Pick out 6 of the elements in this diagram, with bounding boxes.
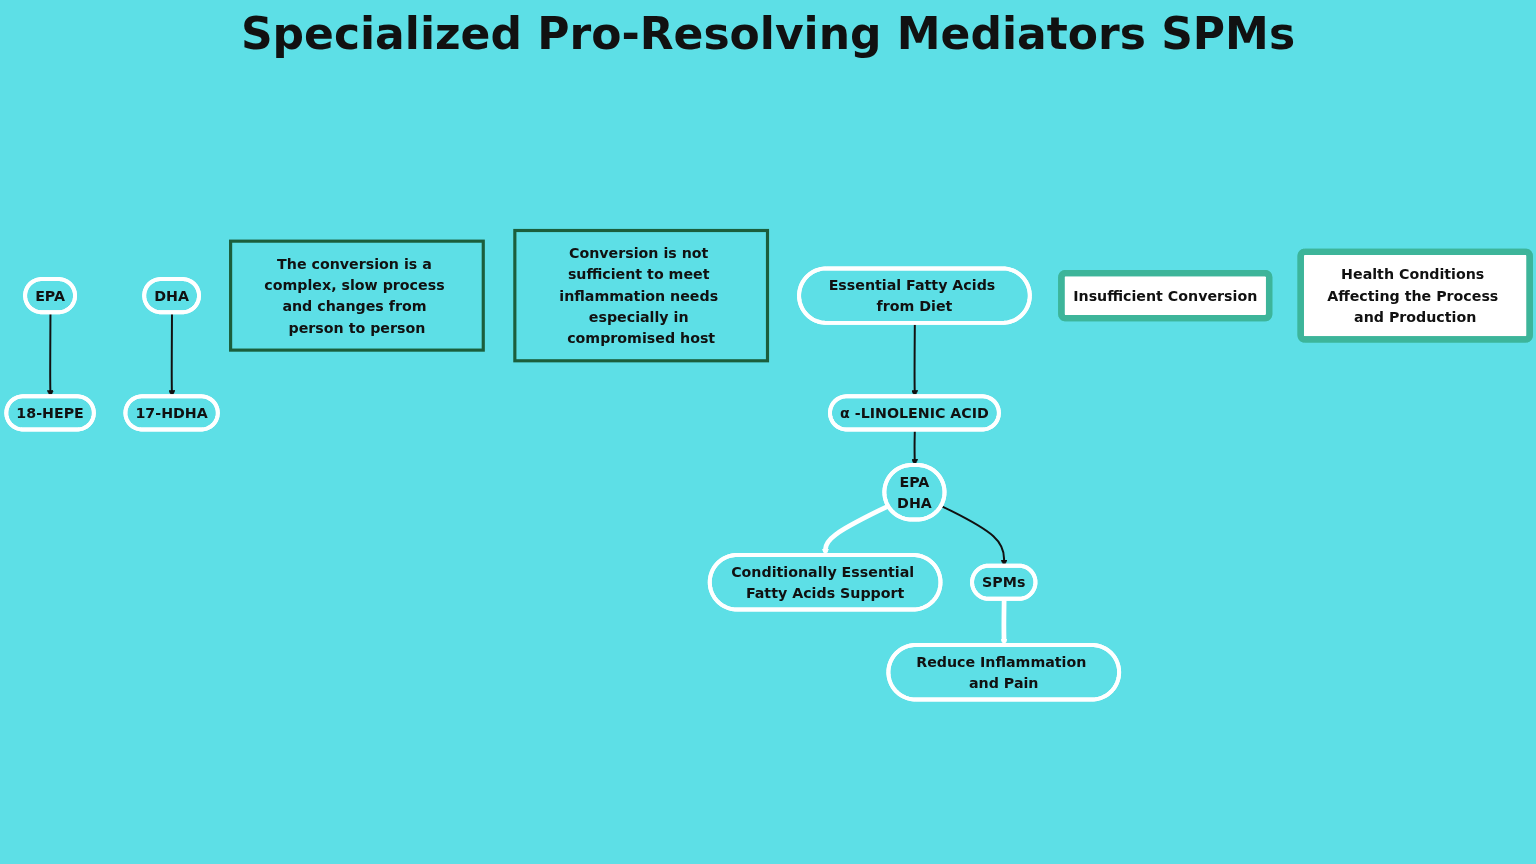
node-box: The conversion is a complex, slow process and changes from person to person bbox=[229, 239, 485, 352]
diagram-title: Specialized Pro-Resolving Mediators SPMs bbox=[239, 8, 1297, 59]
arrow bbox=[911, 322, 919, 397]
arrow bbox=[821, 503, 890, 556]
node-box: Conversion is not sufficient to meet inflammation needs especially in compromised host bbox=[513, 228, 770, 363]
arrow bbox=[1000, 599, 1008, 646]
